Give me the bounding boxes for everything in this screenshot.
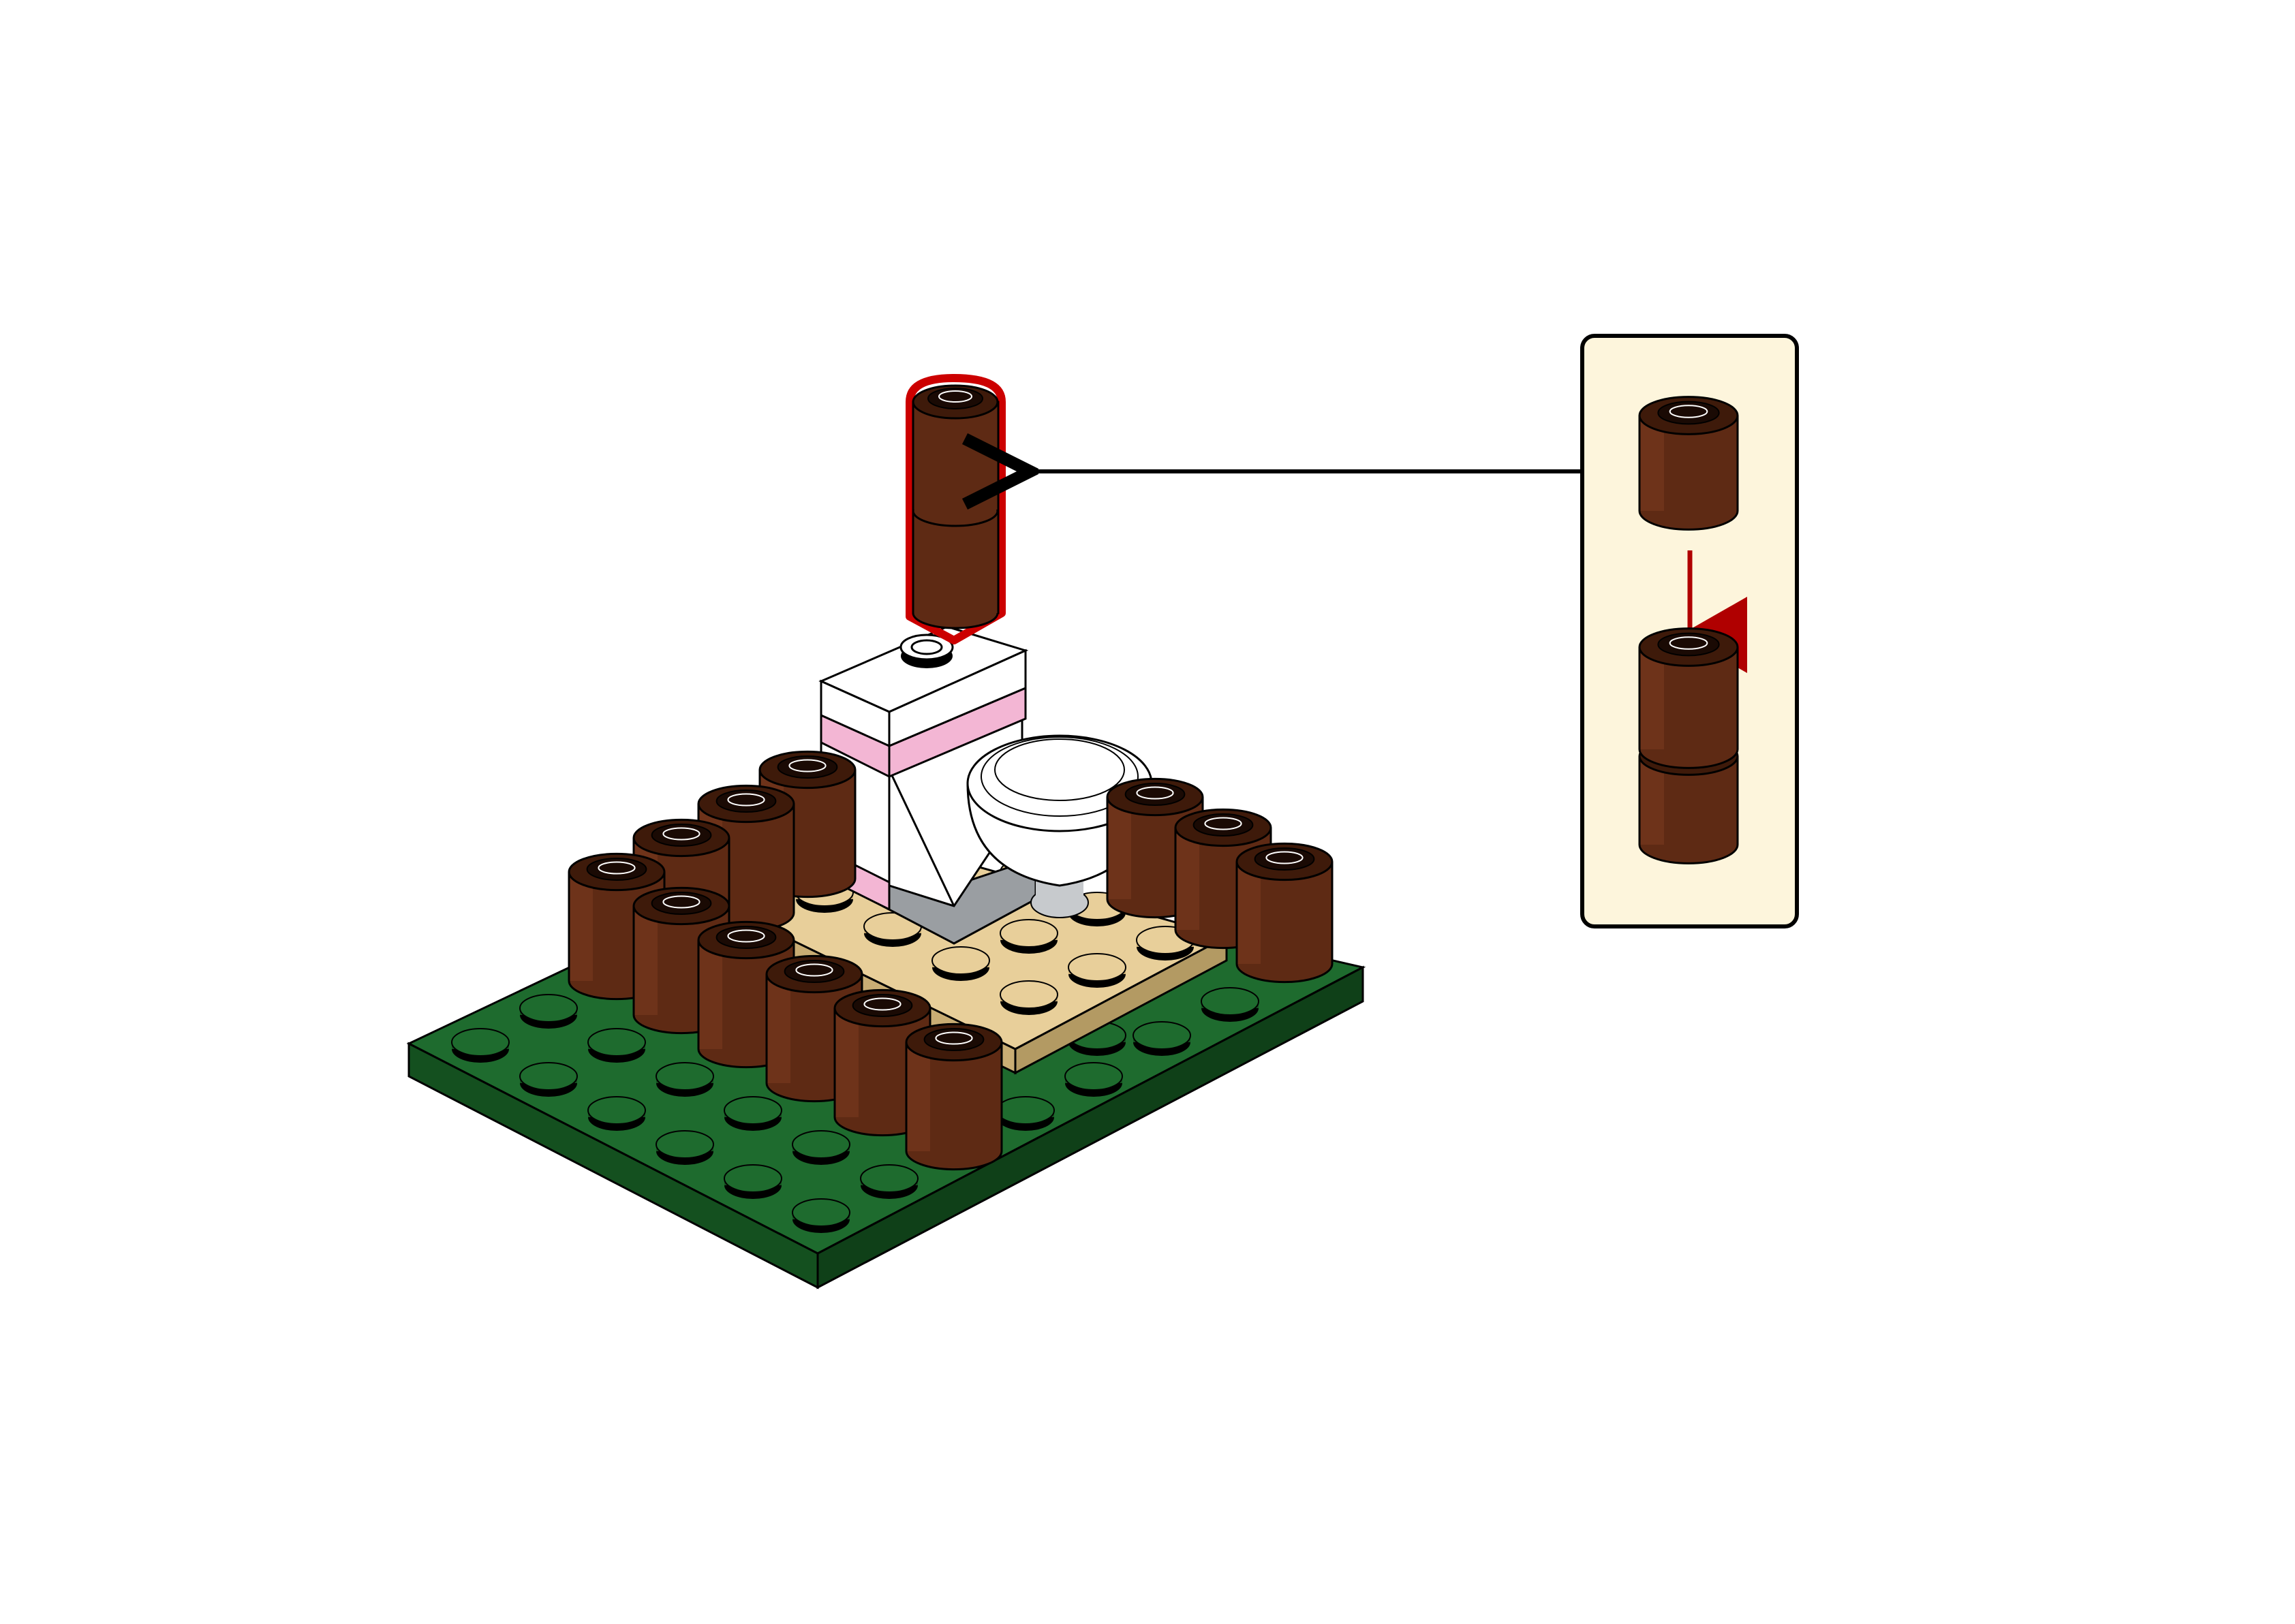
baseplate-stud: [724, 1164, 782, 1199]
baseplate-stud: [519, 994, 578, 1029]
baseplate-stud: [656, 1062, 714, 1097]
baseplate-stud: [587, 1028, 646, 1063]
baseplate-stud: [996, 1096, 1055, 1131]
baseplate-stud: [792, 1130, 850, 1165]
new-round-brick-upper: [912, 384, 1000, 527]
callout-round-brick-1x1: [1638, 396, 1739, 531]
highlighted-new-bricks: [906, 374, 1006, 644]
callout-box: [1580, 334, 1799, 928]
baseplate-stud: [724, 1096, 782, 1131]
tan-plate-stud: [931, 946, 990, 981]
baseplate-stud: [1064, 1062, 1123, 1097]
callout-round-brick-1x1-upper: [1638, 627, 1739, 769]
wall-round-brick-left: [905, 1022, 1003, 1171]
brown-wall-right: [1106, 777, 1334, 984]
callout-round-brick-stack: [1638, 627, 1739, 864]
baseplate-stud: [587, 1096, 646, 1131]
baseplate-stud: [519, 1062, 578, 1097]
wall-round-brick-right: [1235, 842, 1334, 984]
baseplate-stud: [656, 1130, 714, 1165]
tan-plate-stud: [1000, 980, 1058, 1015]
tan-plate-stud: [1000, 919, 1058, 954]
baseplate-stud: [1133, 1021, 1191, 1056]
baseplate-stud: [1201, 987, 1259, 1022]
wall-round-brick-left: [568, 852, 666, 1001]
baseplate-stud: [451, 1028, 510, 1063]
callout-round-brick-top: [1638, 396, 1739, 531]
baseplate-stud: [792, 1198, 850, 1233]
baseplate-stud: [860, 1164, 919, 1199]
brown-wall-left: [568, 750, 1003, 1171]
tan-plate-stud: [1068, 953, 1126, 988]
